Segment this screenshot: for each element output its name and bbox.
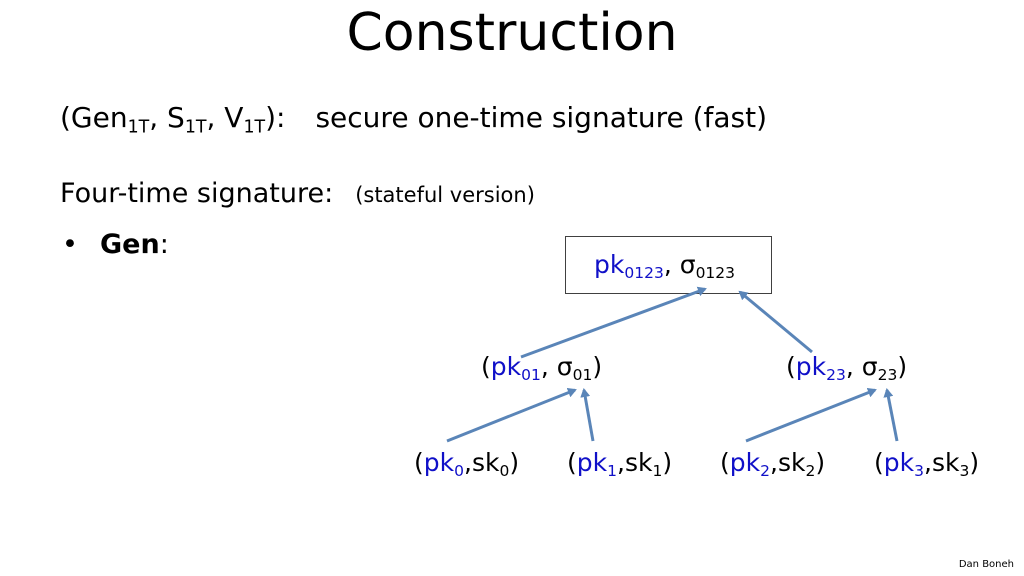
one-time-signature-line: (Gen1T, S1T, V1T):secure one-time signat… [60, 100, 767, 136]
leaf-pk: pk [883, 448, 915, 477]
node-sigma-subscript: 01 [572, 365, 593, 384]
leaf-pk-subscript: 1 [607, 461, 617, 480]
root-node-box [565, 236, 772, 294]
tree-leaf-2: (pk2,sk2) [720, 446, 825, 480]
leaf-sk: ,sk [770, 448, 806, 477]
leaf-open: ( [567, 448, 577, 477]
node-open: ( [786, 352, 796, 381]
tree-node-01: (pk01, σ01) [481, 350, 602, 384]
node-pk-subscript: 23 [826, 365, 846, 384]
node-sigma-subscript: 23 [877, 365, 898, 384]
leaf-sk: ,sk [617, 448, 653, 477]
node-pk: pk [795, 352, 827, 381]
arrow-leaf1-to-node01 [580, 388, 595, 442]
leaf-close: ) [815, 448, 826, 477]
arrow-leaf2-to-node23 [745, 387, 877, 443]
v-subscript: 1T [243, 117, 266, 138]
node-sigma: , σ [845, 352, 878, 381]
scheme-open: (Gen [60, 101, 128, 134]
four-time-label: Four-time signature: [60, 178, 334, 209]
arrow-node01-to-root [520, 286, 707, 359]
bullet-icon: • [62, 229, 78, 260]
root-node: pk0123, σ0123 [594, 248, 735, 282]
arrow-leaf3-to-node23 [883, 388, 899, 442]
gen-subscript: 1T [127, 117, 150, 138]
tree-leaf-3: (pk3,sk3) [874, 446, 979, 480]
tree-leaf-1: (pk1,sk1) [567, 446, 672, 480]
leaf-close: ) [662, 448, 673, 477]
tree-leaf-0: (pk0,sk0) [414, 446, 519, 480]
leaf-pk-subscript: 2 [760, 461, 770, 480]
leaf-open: ( [720, 448, 730, 477]
arrow-node23-to-root [738, 290, 813, 354]
gen-label: Gen [100, 229, 160, 260]
tree-node-23: (pk23, σ23) [786, 350, 907, 384]
root-pk: pk [594, 250, 625, 279]
leaf-open: ( [414, 448, 424, 477]
leaf-sk-subscript: 0 [499, 461, 510, 480]
root-sigma: , σ [663, 250, 696, 279]
node-sigma: , σ [540, 352, 573, 381]
scheme-description: secure one-time signature (fast) [315, 101, 768, 134]
scheme-v: , V [206, 101, 244, 134]
page-title: Construction [346, 3, 678, 63]
s-subscript: 1T [184, 117, 207, 138]
root-sigma-subscript: 0123 [695, 263, 736, 282]
leaf-close: ) [969, 448, 980, 477]
root-pk-subscript: 0123 [624, 263, 664, 282]
leaf-sk: ,sk [464, 448, 500, 477]
scheme-s: , S [149, 101, 185, 134]
node-pk-subscript: 01 [521, 365, 541, 384]
four-time-signature-line: Four-time signature: (stateful version) [60, 176, 535, 213]
node-pk: pk [490, 352, 522, 381]
leaf-pk: pk [729, 448, 761, 477]
leaf-sk-subscript: 3 [959, 461, 970, 480]
leaf-pk-subscript: 3 [914, 461, 924, 480]
leaf-close: ) [509, 448, 520, 477]
scheme-close: ): [265, 101, 286, 134]
leaf-pk: pk [423, 448, 455, 477]
leaf-sk-subscript: 2 [805, 461, 816, 480]
leaf-pk: pk [576, 448, 608, 477]
stateful-note: (stateful version) [355, 183, 535, 207]
leaf-sk: ,sk [924, 448, 960, 477]
leaf-pk-subscript: 0 [454, 461, 464, 480]
leaf-open: ( [874, 448, 884, 477]
leaf-sk-subscript: 1 [652, 461, 663, 480]
arrow-leaf0-to-node01 [446, 387, 577, 443]
gen-bullet: • Gen: [62, 227, 169, 263]
author-footer: Dan Boneh [958, 559, 1014, 570]
node-close: ) [592, 352, 603, 381]
node-close: ) [897, 352, 908, 381]
gen-colon: : [159, 229, 169, 260]
node-open: ( [481, 352, 491, 381]
